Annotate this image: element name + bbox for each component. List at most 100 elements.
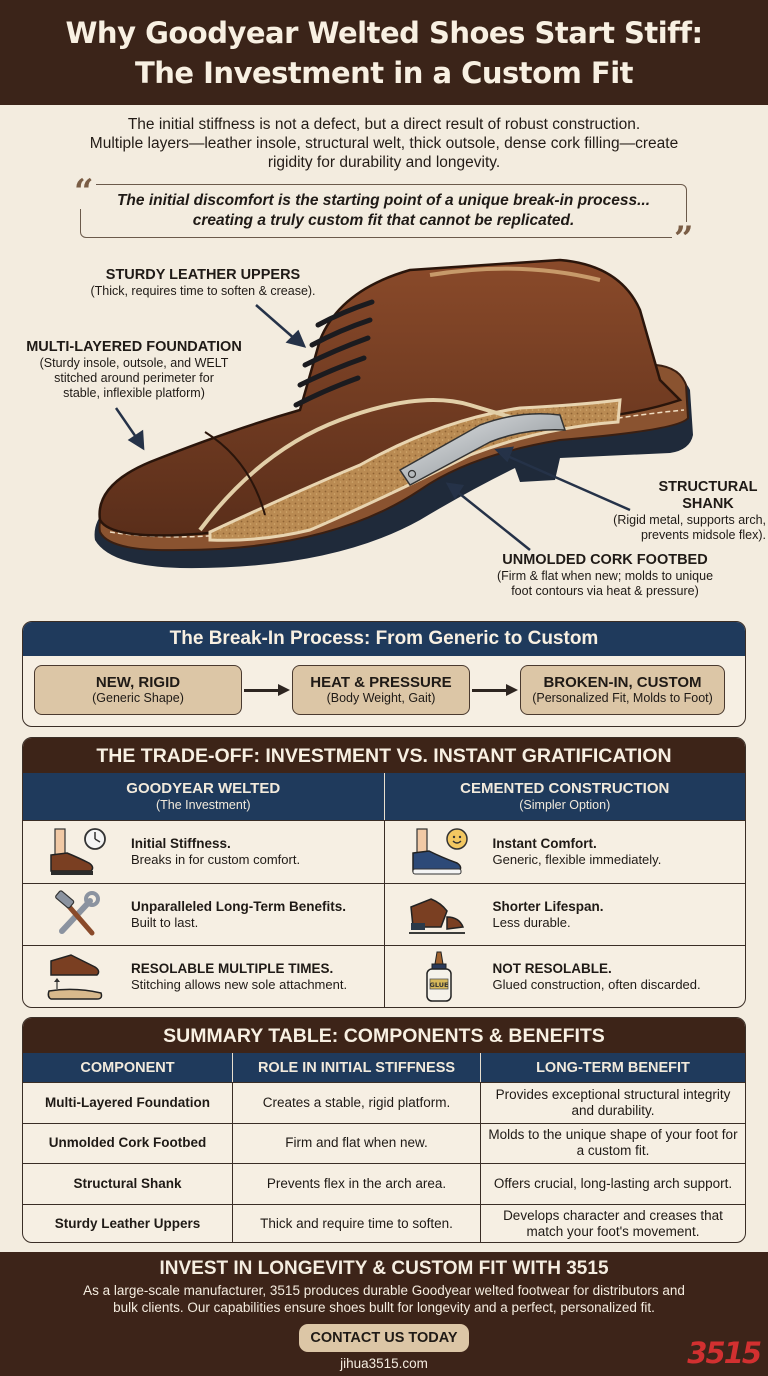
label-desc: stitched around perimeter for xyxy=(54,371,214,385)
intro-paragraph: The initial stiffness is not a defect, b… xyxy=(30,115,738,172)
resole-shoe-icon xyxy=(23,951,131,1003)
step-desc: (Body Weight, Gait) xyxy=(326,691,436,705)
label-multi-layered-foundation: MULTI-LAYERED FOUNDATION (Sturdy insole,… xyxy=(14,339,254,401)
label-desc: prevents midsole flex). xyxy=(640,528,766,542)
footer-body: As a large-scale manufacturer, 3515 prod… xyxy=(0,1282,768,1316)
contact-us-button[interactable]: CONTACT US TODAY xyxy=(299,1324,469,1352)
tradeoff-row: RESOLABLE MULTIPLE TIMES. Stitching allo… xyxy=(23,945,746,1007)
tradeoff-item-desc: Stitching allows new sole attachment. xyxy=(131,977,348,993)
column-title: CEMENTED CONSTRUCTION xyxy=(460,780,670,797)
tradeoff-item-title: Initial Stiffness. xyxy=(131,836,231,852)
glue-bottle-icon: GLUE xyxy=(385,950,493,1004)
tradeoff-cell: GLUE NOT RESOLABLE. Glued construction, … xyxy=(383,946,746,1007)
tradeoff-item-desc: Generic, flexible immediately. xyxy=(492,852,662,868)
step-heat-pressure: HEAT & PRESSURE (Body Weight, Gait) xyxy=(292,665,470,715)
summary-table-panel: SUMMARY TABLE: COMPONENTS & BENEFITS COM… xyxy=(22,1017,746,1243)
label-title: UNMOLDED CORK FOOTBED xyxy=(502,552,708,568)
step-title: BROKEN-IN, CUSTOM xyxy=(543,674,702,691)
break-in-steps: NEW, RIGID (Generic Shape) HEAT & PRESSU… xyxy=(23,656,745,715)
step-broken-in-custom: BROKEN-IN, CUSTOM (Personalized Fit, Mol… xyxy=(520,665,725,715)
label-title: STURDY LEATHER UPPERS xyxy=(105,267,301,283)
label-title: SHANK xyxy=(682,496,734,512)
tradeoff-item-desc: Less durable. xyxy=(492,914,571,930)
summary-cell-component: Sturdy Leather Uppers xyxy=(23,1203,232,1243)
break-in-title: The Break-In Process: From Generic to Cu… xyxy=(23,622,745,656)
tradeoff-text: Instant Comfort. Generic, flexible immed… xyxy=(493,835,662,868)
column-cemented-construction: CEMENTED CONSTRUCTION (Simpler Option) xyxy=(383,773,746,820)
sneaker-smiley-icon xyxy=(385,827,493,877)
arrow-right-icon xyxy=(470,683,520,697)
break-in-process-panel: The Break-In Process: From Generic to Cu… xyxy=(22,621,746,727)
glue-label: GLUE xyxy=(429,981,448,989)
tradeoff-text: Shorter Lifespan. Less durable. xyxy=(493,898,604,931)
tradeoff-item-title: RESOLABLE MULTIPLE TIMES. xyxy=(131,961,334,977)
shoe-cutaway-illustration: STURDY LEATHER UPPERS (Thick, requires t… xyxy=(0,250,768,615)
summary-header-benefit: LONG-TERM BENEFIT xyxy=(480,1053,745,1082)
tradeoff-panel: THE TRADE-OFF: INVESTMENT VS. INSTANT GR… xyxy=(22,737,746,1008)
broken-shoe-icon xyxy=(385,889,493,939)
quote-line: The initial discomfort is the starting p… xyxy=(116,192,651,209)
step-title: NEW, RIGID xyxy=(95,674,181,691)
summary-cell-role: Firm and flat when new. xyxy=(232,1122,480,1163)
tradeoff-cell: Initial Stiffness. Breaks in for custom … xyxy=(23,821,384,883)
tradeoff-text: Initial Stiffness. Breaks in for custom … xyxy=(131,835,300,868)
summary-cell-role: Thick and require time to soften. xyxy=(232,1203,480,1242)
tradeoff-title: THE TRADE-OFF: INVESTMENT VS. INSTANT GR… xyxy=(23,738,745,773)
quote-line: creating a truly custom fit that cannot … xyxy=(192,212,575,229)
label-desc: foot contours via heat & pressure) xyxy=(511,584,699,598)
label-sturdy-leather-uppers: STURDY LEATHER UPPERS (Thick, requires t… xyxy=(78,267,328,299)
summary-cell-benefit: Offers crucial, long-lasting arch suppor… xyxy=(480,1163,745,1204)
label-title: MULTI-LAYERED FOUNDATION xyxy=(26,339,242,355)
summary-cell-benefit: Develops character and creases that matc… xyxy=(480,1203,745,1242)
footer-title: INVEST IN LONGEVITY & CUSTOM FIT WITH 35… xyxy=(159,1258,609,1279)
footer-cta: INVEST IN LONGEVITY & CUSTOM FIT WITH 35… xyxy=(0,1252,768,1376)
step-new-rigid: NEW, RIGID (Generic Shape) xyxy=(34,665,242,715)
tradeoff-item-desc: Breaks in for custom comfort. xyxy=(131,852,301,868)
summary-title: SUMMARY TABLE: COMPONENTS & BENEFITS xyxy=(23,1018,745,1053)
summary-table: COMPONENT ROLE IN INITIAL STIFFNESS LONG… xyxy=(23,1053,745,1243)
summary-cell-benefit: Molds to the unique shape of your foot f… xyxy=(480,1122,745,1163)
tradeoff-cell: RESOLABLE MULTIPLE TIMES. Stitching allo… xyxy=(23,946,384,1007)
tradeoff-item-title: Unparalleled Long-Term Benefits. xyxy=(131,898,347,914)
footer-body-line: bulk clients. Our capabilities ensure sh… xyxy=(113,1300,655,1315)
tradeoff-item-desc: Built to last. xyxy=(131,914,199,930)
summary-cell-benefit: Provides exceptional structural integrit… xyxy=(480,1082,745,1123)
tradeoff-cell: Instant Comfort. Generic, flexible immed… xyxy=(383,821,746,883)
intro-line: Multiple layers—leather insole, structur… xyxy=(89,135,679,152)
tradeoff-item-desc: Glued construction, often discarded. xyxy=(492,977,701,993)
summary-cell-role: Prevents flex in the arch area. xyxy=(232,1163,480,1204)
column-goodyear-welted: GOODYEAR WELTED (The Investment) xyxy=(23,773,384,820)
summary-cell-component: Multi-Layered Foundation xyxy=(23,1082,232,1123)
step-desc: (Personalized Fit, Molds to Foot) xyxy=(532,691,713,705)
summary-cell-role: Creates a stable, rigid platform. xyxy=(232,1082,480,1123)
step-desc: (Generic Shape) xyxy=(92,691,184,705)
shoe-illustration-icon xyxy=(94,258,693,569)
column-title: GOODYEAR WELTED xyxy=(126,780,281,797)
close-quote-icon: ” xyxy=(672,219,696,259)
intro-line: rigidity for durability and longevity. xyxy=(267,154,501,171)
label-structural-shank: STRUCTURAL SHANK (Rigid metal, supports … xyxy=(590,479,766,543)
pull-quote: The initial discomfort is the starting p… xyxy=(80,184,687,238)
label-desc: (Sturdy insole, outsole, and WELT xyxy=(39,356,229,370)
footer-body-line: As a large-scale manufacturer, 3515 prod… xyxy=(83,1283,685,1298)
tradeoff-row: Initial Stiffness. Breaks in for custom … xyxy=(23,820,745,883)
label-desc: (Thick, requires time to soften & crease… xyxy=(90,284,316,298)
tradeoff-text: NOT RESOLABLE. Glued construction, often… xyxy=(493,960,701,993)
summary-header-component: COMPONENT xyxy=(23,1053,232,1082)
column-subtitle: (Simpler Option) xyxy=(519,798,611,812)
summary-header-role: ROLE IN INITIAL STIFFNESS xyxy=(232,1053,480,1082)
summary-cell-component: Structural Shank xyxy=(23,1163,232,1204)
tradeoff-column-headers: GOODYEAR WELTED (The Investment) CEMENTE… xyxy=(23,773,745,820)
website-link[interactable]: jihua3515.com xyxy=(340,1356,428,1371)
step-title: HEAT & PRESSURE xyxy=(310,674,452,691)
tradeoff-cell: Unparalleled Long-Term Benefits. Built t… xyxy=(23,884,384,946)
column-subtitle: (The Investment) xyxy=(156,798,251,812)
arrow-right-icon xyxy=(242,683,292,697)
page-title-line1: Why Goodyear Welted Shoes Start Stiff: xyxy=(65,15,703,50)
hammer-wrench-icon xyxy=(23,889,131,939)
tradeoff-item-title: Instant Comfort. xyxy=(492,836,597,852)
page-title-line2: The Investment in a Custom Fit xyxy=(134,55,634,90)
page-header: Why Goodyear Welted Shoes Start Stiff: T… xyxy=(0,0,768,105)
brand-logo: 3515 xyxy=(687,1336,762,1370)
summary-cell-component: Unmolded Cork Footbed xyxy=(23,1122,232,1164)
